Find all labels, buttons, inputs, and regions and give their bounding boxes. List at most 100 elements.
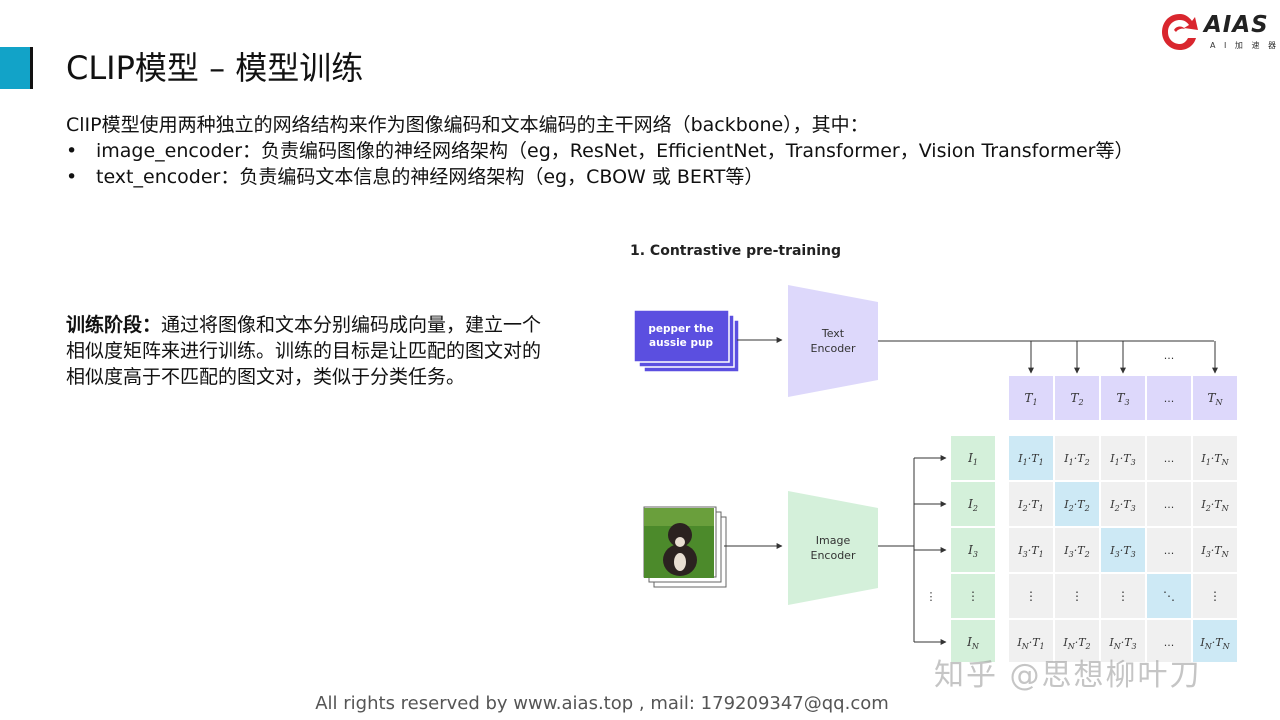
similarity-cell-1-3 — [1147, 482, 1191, 526]
similarity-cell-4-4 — [1193, 620, 1237, 662]
similarity-label-4-1: IN·T2 — [1062, 636, 1090, 651]
image-feature-label-4: IN — [966, 635, 980, 651]
similarity-cell-0-0 — [1009, 436, 1053, 480]
puppy-muzzle — [675, 537, 685, 547]
similarity-label-4-2: IN·T3 — [1108, 636, 1136, 651]
dragon-logo-icon — [1162, 14, 1198, 50]
similarity-cell-4-2 — [1101, 620, 1145, 662]
similarity-cell-0-4 — [1193, 436, 1237, 480]
intro-text: ClIP模型使用两种独立的网络结构来作为图像编码和文本编码的主干网络（backb… — [66, 114, 869, 136]
similarity-cell-2-1 — [1055, 528, 1099, 572]
logo-subtitle: A I 加 速 器 — [1210, 41, 1280, 50]
image-encoder-shape — [788, 491, 878, 605]
similarity-cell-3-0 — [1009, 574, 1053, 618]
watermark: 知乎 @思想柳叶刀 — [934, 658, 1202, 693]
similarity-label-3-1: ⋮ — [1071, 589, 1083, 603]
title-accent-bar — [0, 47, 30, 89]
similarity-label-4-3: ... — [1164, 636, 1175, 649]
page-title: CLIP模型 – 模型训练 — [66, 49, 364, 87]
text-input-line-1: pepper the — [648, 323, 713, 335]
similarity-cell-3-2 — [1101, 574, 1145, 618]
logo-text: AIAS — [1204, 12, 1269, 38]
text-feature-drop-ellipsis: ... — [1164, 349, 1175, 362]
similarity-label-3-4: ⋮ — [1209, 589, 1221, 603]
puppy-photo-icon — [644, 508, 714, 578]
similarity-label-2-4: I3·TN — [1200, 544, 1229, 559]
similarity-cell-4-1 — [1055, 620, 1099, 662]
text-feature-label-2: T3 — [1116, 391, 1129, 407]
bullet-text-encoder: text_encoder：负责编码文本信息的神经网络架构（eg，CBOW 或 B… — [66, 164, 1266, 190]
text-feature-label-3: ... — [1164, 392, 1175, 405]
similarity-cell-3-1 — [1055, 574, 1099, 618]
text-feature-cell-0 — [1009, 376, 1053, 420]
similarity-cell-1-0 — [1009, 482, 1053, 526]
text-feature-cell-2 — [1101, 376, 1145, 420]
similarity-cell-1-4 — [1193, 482, 1237, 526]
text-feature-cell-4 — [1193, 376, 1237, 420]
text-feature-label-4: TN — [1207, 391, 1223, 407]
text-input-line-2: aussie pup — [649, 337, 713, 349]
similarity-cell-2-3 — [1147, 528, 1191, 572]
similarity-cell-0-2 — [1101, 436, 1145, 480]
similarity-label-2-1: I3·T2 — [1063, 544, 1089, 559]
similarity-label-1-2: I2·T3 — [1109, 498, 1135, 513]
image-feature-cell-3 — [951, 574, 995, 618]
similarity-label-0-1: I1·T2 — [1063, 452, 1089, 467]
similarity-cell-0-3 — [1147, 436, 1191, 480]
similarity-cell-3-4 — [1193, 574, 1237, 618]
aias-logo: AIAS A I 加 速 器 — [1158, 10, 1276, 54]
image-feature-label-1: I2 — [967, 497, 978, 513]
text-encoder-label-2: Encoder — [811, 342, 856, 355]
text-feature-cell-3 — [1147, 376, 1191, 420]
title-accent-line — [30, 47, 33, 89]
image-feature-cell-0 — [951, 436, 995, 480]
similarity-label-3-2: ⋮ — [1117, 589, 1129, 603]
intro-section: ClIP模型使用两种独立的网络结构来作为图像编码和文本编码的主干网络（backb… — [66, 112, 1266, 190]
similarity-label-1-3: ... — [1164, 498, 1175, 511]
image-encoder-label-2: Encoder — [811, 549, 856, 562]
similarity-cell-2-4 — [1193, 528, 1237, 572]
diagram-title: 1. Contrastive pre-training — [630, 243, 841, 259]
similarity-cell-1-2 — [1101, 482, 1145, 526]
similarity-cell-3-3 — [1147, 574, 1191, 618]
similarity-cell-4-0 — [1009, 620, 1053, 662]
text-encoder-label-1: Text — [821, 327, 845, 340]
contrastive-pretraining-diagram: 1. Contrastive pre-training pepper the aus… — [630, 243, 1237, 662]
similarity-label-3-3: ⋱ — [1163, 589, 1175, 603]
training-label: 训练阶段： — [66, 314, 162, 336]
similarity-label-2-3: ... — [1164, 544, 1175, 557]
training-description: 训练阶段：通过将图像和文本分别编码成向量，建立一个相似度矩阵来进行训练。训练的目… — [66, 312, 556, 390]
image-feature-label-3: ⋮ — [967, 589, 979, 603]
similarity-cell-2-2 — [1101, 528, 1145, 572]
similarity-cell-1-1 — [1055, 482, 1099, 526]
similarity-label-2-2: I3·T3 — [1109, 544, 1135, 559]
photo-background — [644, 508, 714, 526]
similarity-cell-2-0 — [1009, 528, 1053, 572]
text-feature-cell-1 — [1055, 376, 1099, 420]
image-feature-cell-4 — [951, 620, 995, 662]
text-feature-label-1: T2 — [1070, 391, 1083, 407]
similarity-cell-0-1 — [1055, 436, 1099, 480]
bullet-image-encoder: image_encoder：负责编码图像的神经网络架构（eg，ResNet，Ef… — [66, 138, 1266, 164]
similarity-label-0-2: I1·T3 — [1109, 452, 1135, 467]
similarity-label-1-1: I2·T2 — [1063, 498, 1089, 513]
puppy-chest — [674, 553, 686, 571]
encoder-list: image_encoder：负责编码图像的神经网络架构（eg，ResNet，Ef… — [66, 138, 1266, 190]
image-bus-vdots: ⋮ — [926, 590, 937, 603]
training-text: 通过将图像和文本分别编码成向量，建立一个相似度矩阵来进行训练。训练的目标是让匹配… — [66, 314, 542, 388]
image-feature-label-2: I3 — [967, 543, 978, 559]
similarity-label-0-3: ... — [1164, 452, 1175, 465]
text-feature-label-0: T1 — [1024, 391, 1037, 407]
similarity-label-4-4: IN·TN — [1199, 636, 1230, 651]
image-feature-cell-1 — [951, 482, 995, 526]
text-input-card-2 — [633, 309, 730, 363]
text-encoder-shape — [788, 285, 878, 397]
similarity-label-0-4: I1·TN — [1200, 452, 1229, 467]
similarity-label-2-0: I3·T1 — [1017, 544, 1043, 559]
image-feature-label-0: I1 — [967, 451, 978, 467]
puppy-head — [668, 523, 692, 547]
similarity-label-3-0: ⋮ — [1025, 589, 1037, 603]
similarity-cell-4-3 — [1147, 620, 1191, 662]
image-feature-cell-2 — [951, 528, 995, 572]
image-encoder-label-1: Image — [816, 534, 851, 547]
